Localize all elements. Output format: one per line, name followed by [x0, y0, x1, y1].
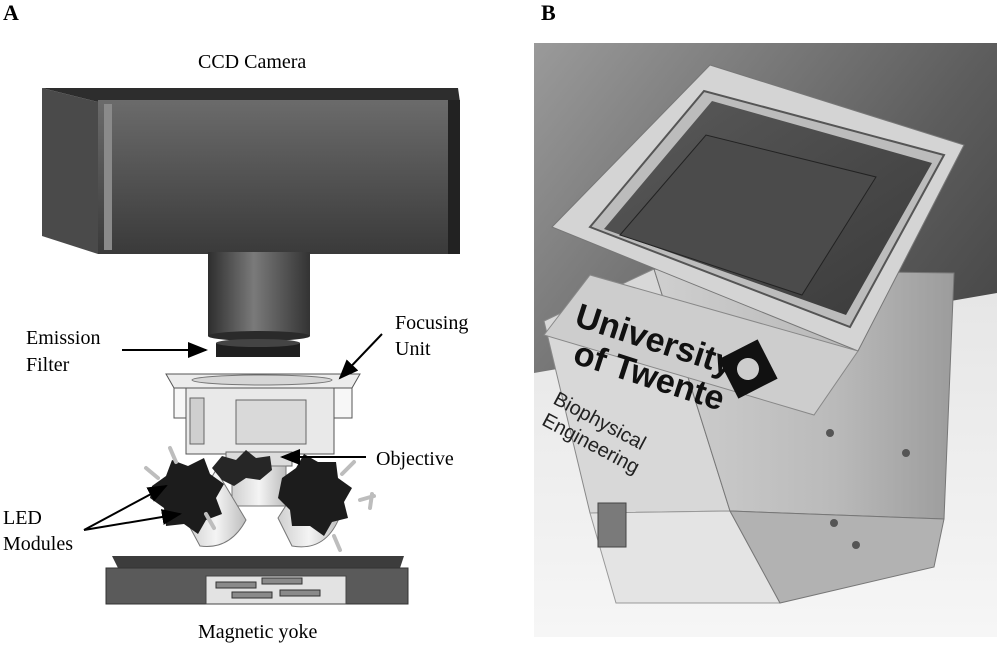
- magnetic-yoke-part: [105, 556, 409, 605]
- logo-mark-icon: [718, 339, 778, 399]
- lens-tube: [208, 252, 310, 341]
- label-modules: Modules: [3, 533, 73, 555]
- label-objective: Objective: [376, 448, 454, 470]
- label-emission: Emission: [26, 327, 101, 349]
- label-led: LED: [3, 507, 42, 529]
- arrow-focusing-unit: [338, 333, 383, 380]
- panel-label-a: A: [3, 0, 19, 25]
- label-magnetic-yoke: Magnetic yoke: [198, 621, 318, 643]
- focusing-unit-part: [165, 373, 361, 455]
- ccd-camera: [42, 88, 460, 254]
- label-filter: Filter: [26, 354, 70, 376]
- arrow-led-module-2: [83, 509, 182, 531]
- panel-label-b: B: [541, 0, 556, 25]
- arrow-led-module-1: [83, 485, 168, 531]
- device-diagram: [42, 88, 460, 605]
- label-focusing: Focusing: [395, 312, 469, 334]
- device-photo: University of Twente Biophysical Enginee…: [534, 43, 997, 637]
- callout-arrows: [83, 333, 383, 531]
- label-ccd-camera: CCD Camera: [198, 51, 307, 73]
- label-unit: Unit: [395, 338, 431, 360]
- emission-filter-part: [216, 339, 300, 357]
